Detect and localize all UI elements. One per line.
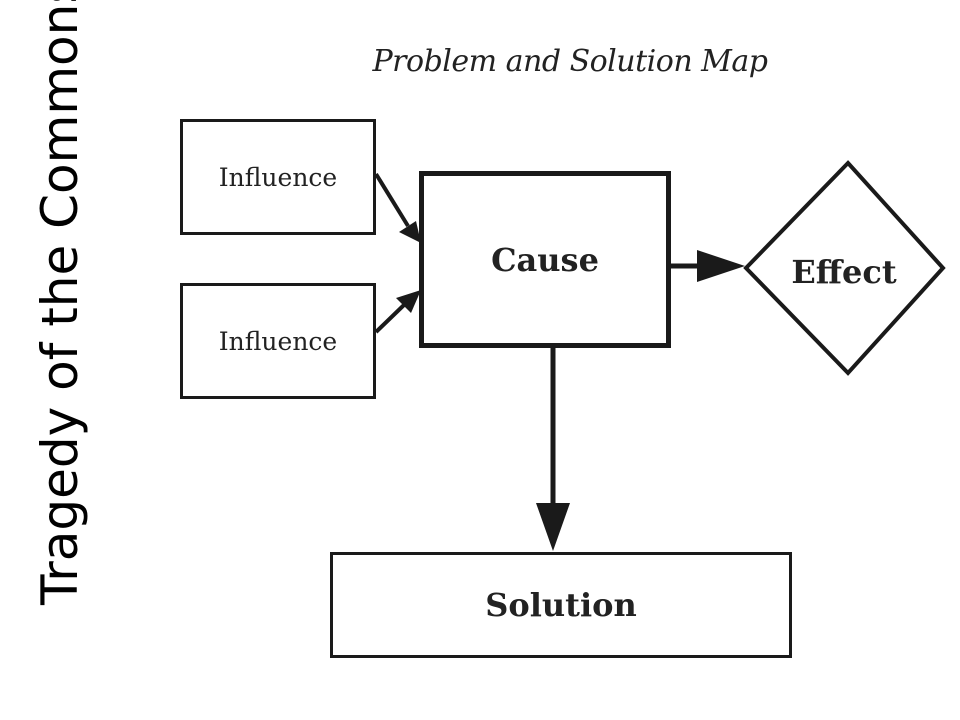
effect-diamond [743,160,946,376]
diagram-title: Problem and Solution Map [372,44,768,79]
solution-node-label: Solution [485,586,637,624]
arrowhead-solution [536,503,570,551]
solution-node: Solution [330,552,792,658]
cause-node: Cause [419,171,671,348]
arrowhead-influence-2 [396,290,421,313]
influence-node-2-label: Influence [218,326,338,356]
influence-node-2: Influence [180,283,376,399]
edge-influence-2-to-cause [374,302,407,334]
influence-node-1: Influence [180,119,376,235]
edge-influence-1-to-cause [374,172,410,228]
arrowhead-effect [697,250,745,282]
influence-node-1-label: Influence [218,162,338,192]
effect-node-label: Effect [791,253,897,291]
cause-node-label: Cause [491,240,599,279]
arrowhead-influence-1 [399,221,421,243]
